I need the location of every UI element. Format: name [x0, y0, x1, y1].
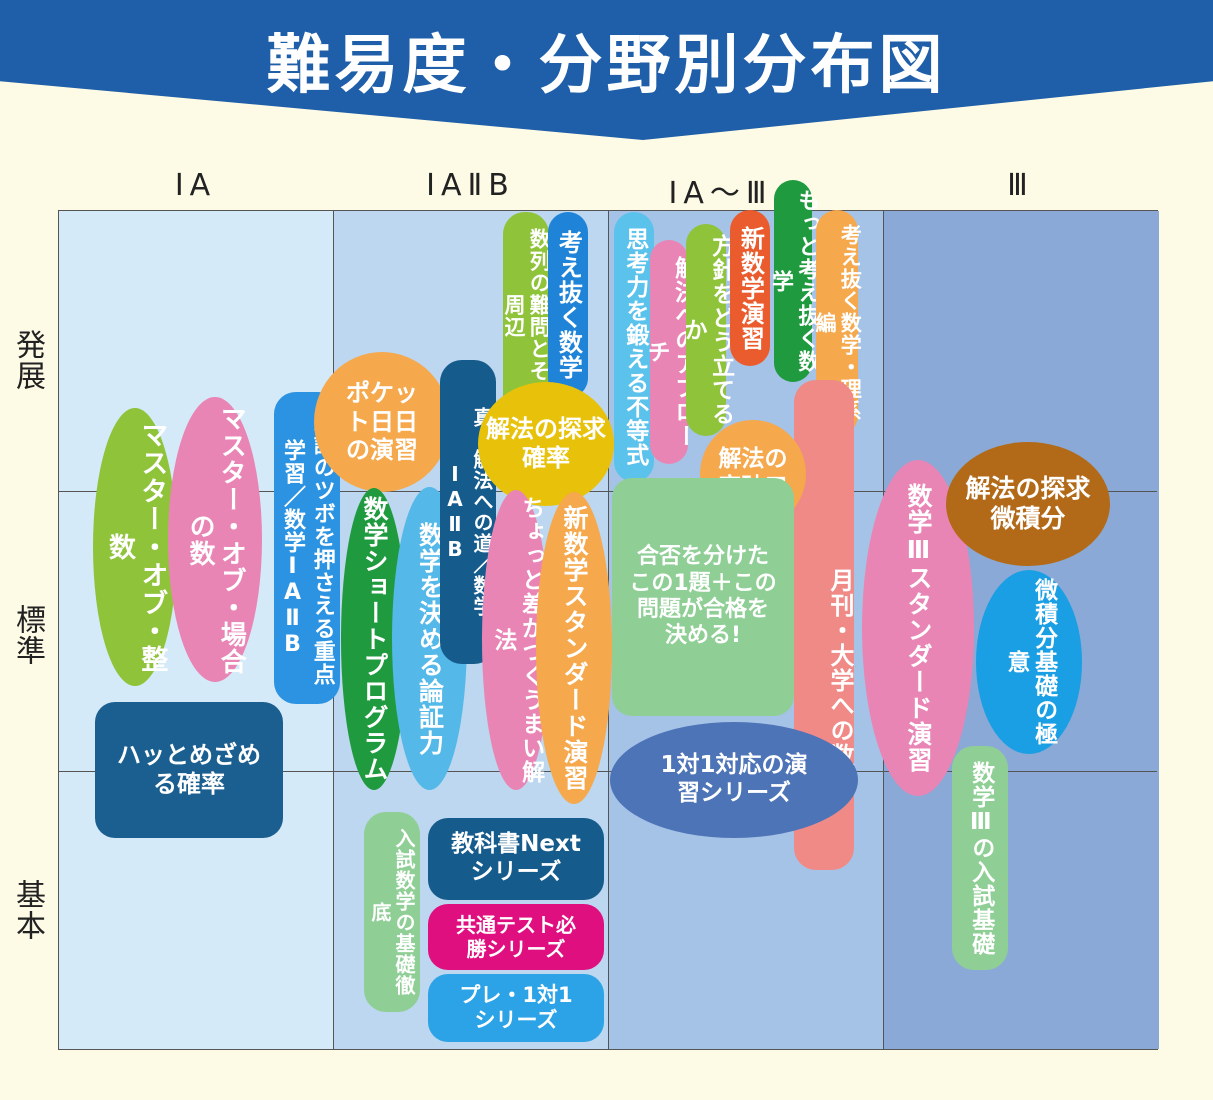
column-header-1a: ⅠA: [174, 168, 217, 203]
column-header-1a-3: ⅠA〜Ⅲ: [668, 176, 773, 211]
page-title: 難易度・分野別分布図: [266, 29, 947, 103]
row-header-advanced: 発展: [10, 329, 45, 391]
column-header-3: Ⅲ: [1007, 168, 1034, 203]
book-hoshin[interactable]: 方針をどう立てるか: [680, 224, 734, 436]
book-shikoryoku-futoshiki[interactable]: 思考力を鍛える不等式: [614, 212, 654, 482]
book-master-seisu[interactable]: マスター・オブ・整数: [93, 408, 177, 686]
book-master-baai[interactable]: マスター・オブ・場合の数: [168, 397, 262, 682]
book-shin-suugaku-enshu[interactable]: 新数学演習: [730, 210, 770, 366]
book-kangaenuku[interactable]: 考え抜く数学: [548, 212, 588, 398]
column-header-1a2b: ⅠAⅡB: [426, 168, 515, 203]
book-s3-nyushi-kiso[interactable]: 数学Ⅲの入試基礎: [952, 746, 1008, 970]
book-pocket-hibi[interactable]: ポケット日日の演習: [314, 352, 450, 492]
book-pre-1tai1[interactable]: プレ・1対1シリーズ: [428, 974, 604, 1042]
book-gouhi-ichidai[interactable]: 合否を分けたこの1題＋この問題が合格を決める!: [612, 478, 794, 716]
row-header-standard: 標準: [10, 604, 45, 666]
book-tankyu-bisekibun[interactable]: 解法の探求微積分: [946, 442, 1110, 566]
book-tankyu-kakuritsu[interactable]: 解法の探求確率: [478, 382, 614, 506]
title-banner: 難易度・分野別分布図: [0, 0, 1213, 140]
book-motto-kangaenuku[interactable]: もっと考え抜く数学: [768, 180, 819, 382]
book-hatto-kakuritsu[interactable]: ハッとめざめる確率: [95, 702, 283, 838]
book-kyotsu-test[interactable]: 共通テスト必勝シリーズ: [428, 904, 604, 970]
row-divider-1: [59, 491, 1157, 492]
book-shin-standard[interactable]: 新数学スタンダード演習: [536, 492, 612, 804]
book-1tai1-enshu[interactable]: 1対1対応の演習シリーズ: [610, 722, 858, 838]
row-header-basic: 基本: [10, 879, 45, 941]
book-nyushi-kiso-tettei[interactable]: 入試数学の基礎徹底: [364, 812, 420, 1012]
row-divider-2: [59, 771, 1157, 772]
book-kyokasho-next[interactable]: 教科書Nextシリーズ: [428, 818, 604, 900]
book-bisekibun-kiso[interactable]: 微積分基礎の極意: [976, 570, 1082, 754]
